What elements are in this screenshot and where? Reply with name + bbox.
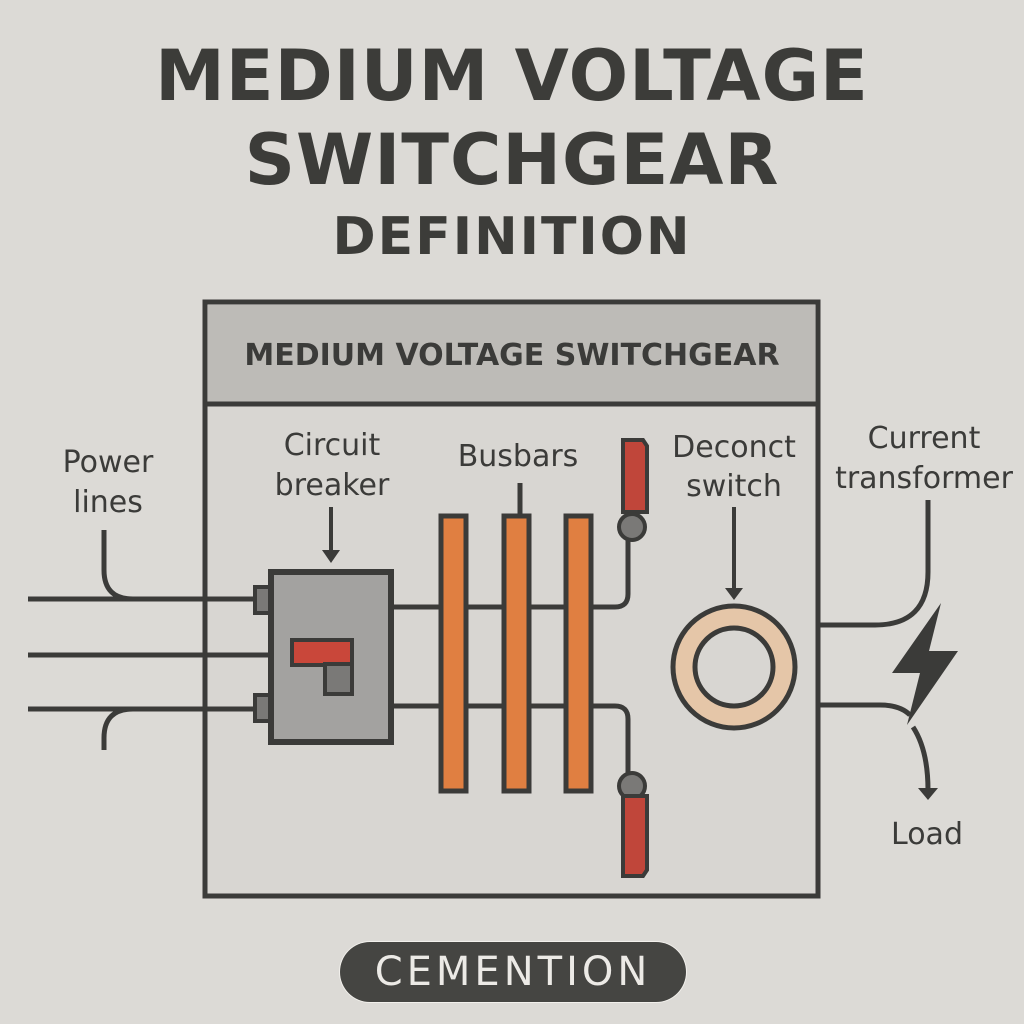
enclosure-header-text: MEDIUM VOLTAGE SWITCHGEAR bbox=[244, 338, 779, 373]
label-disconnect-switch-1: Deconct bbox=[672, 430, 796, 465]
conductor-bottom bbox=[391, 703, 631, 775]
arrow-down-icon bbox=[918, 788, 938, 800]
label-power-lines-2: lines bbox=[73, 485, 143, 520]
load-line-2 bbox=[910, 725, 931, 791]
conductor-top bbox=[391, 537, 631, 610]
output-wiring bbox=[818, 500, 931, 791]
power-lines-leader-bottom bbox=[101, 706, 134, 750]
load-line-1 bbox=[818, 702, 912, 717]
power-lines bbox=[28, 530, 270, 750]
label-circuit-breaker-1: Circuit bbox=[284, 428, 381, 463]
label-power-lines-1: Power bbox=[63, 445, 154, 480]
badge-text: CEMENTION bbox=[374, 949, 652, 995]
breaker-handle bbox=[290, 638, 354, 667]
enclosure: MEDIUM VOLTAGE SWITCHGEAR bbox=[202, 299, 821, 899]
breaker-handle-base bbox=[323, 662, 354, 696]
label-load: Load bbox=[891, 817, 963, 852]
disconnect-switch-top bbox=[617, 438, 649, 542]
disconnect-switch-bottom bbox=[617, 771, 649, 878]
circuit-breaker bbox=[253, 569, 394, 745]
busbar-1 bbox=[438, 513, 469, 794]
label-disconnect-switch-2: switch bbox=[686, 469, 782, 504]
busbar-3 bbox=[563, 513, 594, 794]
current-transformer-ring bbox=[670, 603, 798, 731]
label-current-transformer-1: Current bbox=[868, 421, 981, 456]
enclosure-header-bg bbox=[208, 305, 815, 403]
title-line-1: MEDIUM VOLTAGE bbox=[155, 35, 869, 117]
lightning-bolt-icon bbox=[892, 603, 958, 725]
ct-leader bbox=[818, 500, 931, 628]
bottom-badge: CEMENTION bbox=[340, 942, 686, 1002]
busbars bbox=[438, 513, 594, 794]
conductors bbox=[391, 483, 631, 775]
arrow-down-icon bbox=[322, 507, 340, 563]
title-line-2: SWITCHGEAR bbox=[244, 119, 780, 201]
arrow-down-icon bbox=[725, 507, 743, 600]
power-lines-leader-top bbox=[101, 530, 134, 602]
subtitle: DEFINITION bbox=[332, 207, 692, 267]
label-circuit-breaker-2: breaker bbox=[275, 468, 390, 503]
busbar-2 bbox=[501, 513, 532, 794]
label-current-transformer-2: transformer bbox=[835, 461, 1014, 496]
label-busbars: Busbars bbox=[458, 439, 579, 474]
